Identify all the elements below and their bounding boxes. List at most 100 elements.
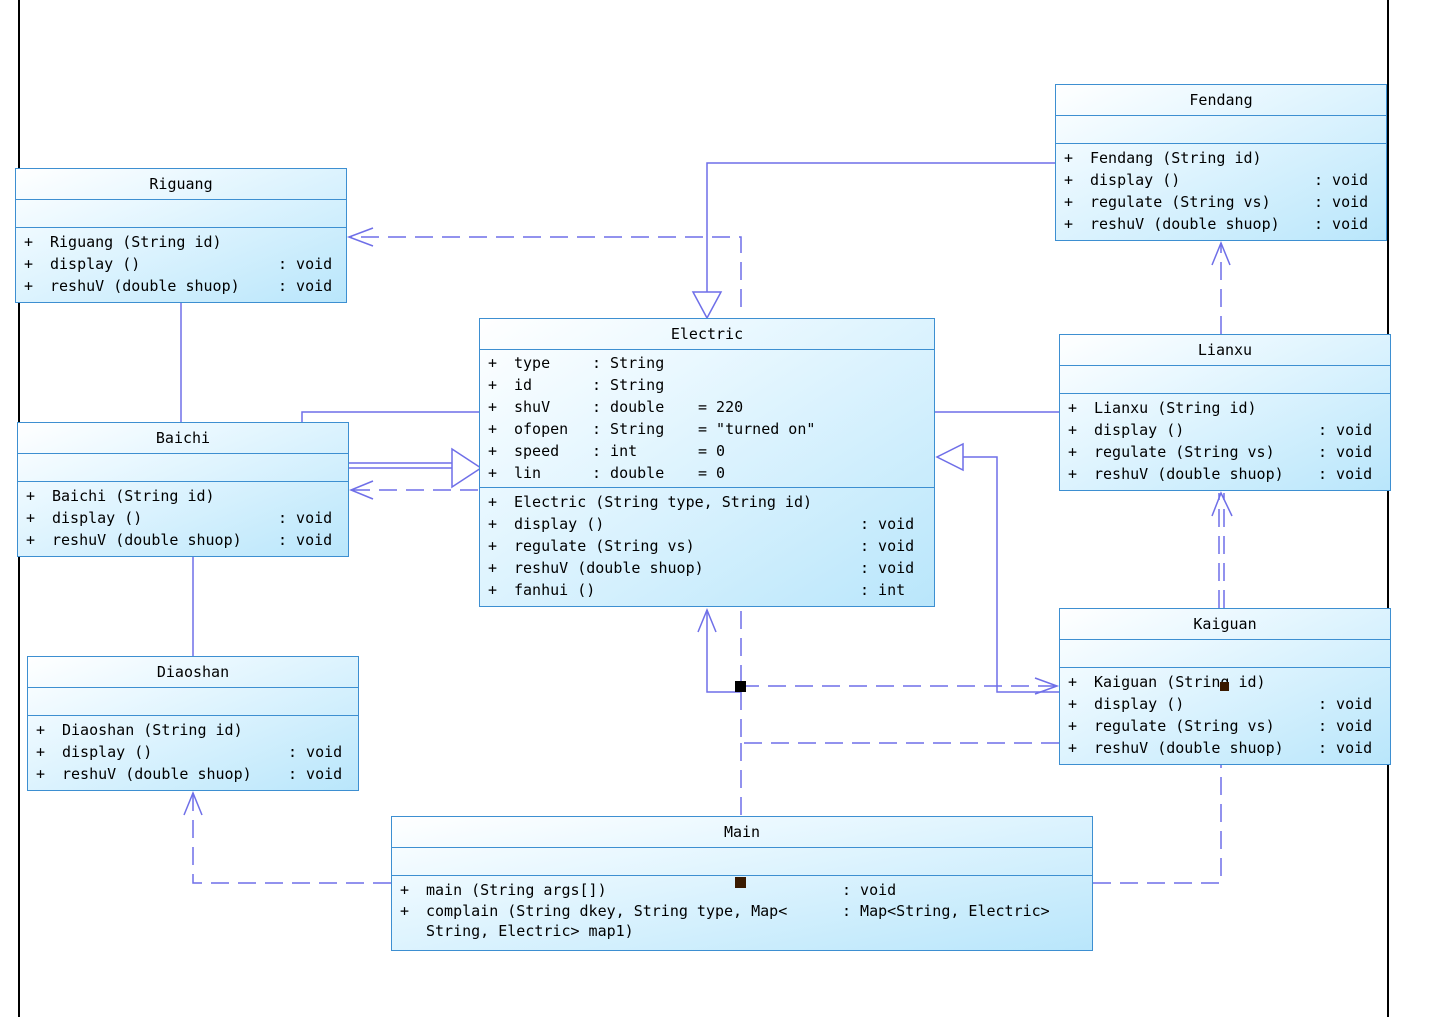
attribute-type: : int: [592, 442, 638, 460]
canvas-right-border: [1387, 0, 1389, 1017]
operation-row[interactable]: + display () : void: [16, 253, 346, 275]
operation-row[interactable]: +Fendang (String id): [1056, 147, 1386, 169]
operation-signature: Baichi (String id): [52, 487, 215, 505]
operation-row[interactable]: +regulate (String vs): void: [480, 535, 934, 557]
operation-row[interactable]: +reshuV (double shuop): void: [480, 557, 934, 579]
connector-handle-icon[interactable]: [735, 681, 746, 692]
class-kaiguan-attributes: [1060, 640, 1390, 668]
class-riguang-attributes: [16, 200, 346, 228]
operation-return-type: : void: [278, 255, 333, 273]
visibility: +: [488, 537, 498, 555]
attribute-row[interactable]: +id: String: [480, 374, 934, 396]
visibility: +: [1064, 149, 1074, 167]
operation-row[interactable]: +Electric (String type, String id): [480, 491, 934, 513]
class-lianxu[interactable]: Lianxu +Lianxu (String id) +display (): …: [1059, 334, 1391, 491]
operation-return-type: : void: [860, 537, 915, 555]
operation-signature: display (): [1094, 695, 1185, 713]
operation-signature: reshuV (double shuop): [1094, 465, 1284, 483]
class-diaoshan[interactable]: Diaoshan +Diaoshan (String id) +display …: [27, 656, 359, 791]
generalization-arrowhead-baichi: [451, 447, 483, 489]
operation-return-type: : void: [1318, 695, 1373, 713]
generalization-fendang-electric[interactable]: [706, 162, 1055, 292]
operation-return-type: : int: [860, 581, 906, 599]
association-baichi-electric[interactable]: [301, 411, 479, 423]
operation-row[interactable]: +display (): void: [480, 513, 934, 535]
operation-row[interactable]: +reshuV (double shuop): void: [1056, 213, 1386, 235]
attribute-name: lin: [514, 464, 542, 482]
visibility: +: [24, 277, 34, 295]
class-fendang[interactable]: Fendang +Fendang (String id) +display ()…: [1055, 84, 1387, 241]
class-lianxu-operations: +Lianxu (String id) +display (): void +r…: [1060, 394, 1390, 487]
operation-row[interactable]: +Baichi (String id): [18, 485, 348, 507]
class-riguang-operations: +Riguang (String id) +display (): void +…: [16, 228, 346, 299]
dependency-main-diaoshan[interactable]: [192, 793, 391, 884]
operation-row[interactable]: +display (): void: [18, 507, 348, 529]
operation-return-type: : void: [1318, 465, 1373, 483]
attribute-row[interactable]: +ofopen: String= "turned on": [480, 418, 934, 440]
operation-row[interactable]: +display (): void: [1060, 693, 1390, 715]
dependency-main-kaiguan[interactable]: [1093, 765, 1222, 884]
operation-row[interactable]: +Diaoshan (String id): [28, 719, 358, 741]
class-diaoshan-attributes: [28, 688, 358, 716]
operation-row[interactable]: +reshuV (double shuop): void: [18, 529, 348, 551]
operation-row[interactable]: +reshuV (double shuop): void: [1060, 737, 1390, 759]
operation-row[interactable]: +fanhui (): int: [480, 579, 934, 601]
class-baichi-name: Baichi: [18, 423, 348, 454]
attribute-type: : double: [592, 464, 665, 482]
operation-signature: Lianxu (String id): [1094, 399, 1257, 417]
dependency-arrow-kaiguan: [1034, 677, 1060, 695]
attribute-row[interactable]: +speed: int= 0: [480, 440, 934, 462]
class-fendang-name: Fendang: [1056, 85, 1386, 116]
operation-row[interactable]: +reshuV (double shuop): void: [16, 275, 346, 297]
class-baichi-attributes: [18, 454, 348, 482]
attribute-default: = "turned on": [698, 420, 816, 438]
association-electric-junction[interactable]: [706, 610, 741, 693]
operation-signature: display (): [50, 255, 141, 273]
operation-row[interactable]: +display (): void: [1056, 169, 1386, 191]
operation-row[interactable]: +display (): void: [1060, 419, 1390, 441]
class-kaiguan-name: Kaiguan: [1060, 609, 1390, 640]
attribute-row[interactable]: +lin: double= 0: [480, 462, 934, 484]
visibility: +: [488, 559, 498, 577]
operation-return-type: : void: [1318, 739, 1373, 757]
operation-return-type: : void: [860, 559, 915, 577]
attribute-row[interactable]: +shuV: double= 220: [480, 396, 934, 418]
operation-row[interactable]: +display (): void: [28, 741, 358, 763]
attribute-row[interactable]: +type: String: [480, 352, 934, 374]
attribute-name: type: [514, 354, 551, 372]
visibility: +: [488, 515, 498, 533]
dependency-electric-riguang[interactable]: [349, 236, 742, 307]
class-main[interactable]: Main +main (String args[]): void +compla…: [391, 816, 1093, 951]
class-baichi[interactable]: Baichi +Baichi (String id) +display (): …: [17, 422, 349, 557]
operation-row[interactable]: +regulate (String vs): void: [1056, 191, 1386, 213]
operation-row[interactable]: +complain (String dkey, String type, Map…: [392, 901, 1092, 921]
class-electric-attributes: +type: String +id: String +shuV: double=…: [480, 350, 934, 488]
operation-signature: Diaoshan (String id): [62, 721, 243, 739]
class-main-operations: +main (String args[]): void +complain (S…: [392, 876, 1092, 943]
operation-row[interactable]: +Riguang (String id): [16, 231, 346, 253]
visibility: +: [1068, 717, 1078, 735]
operation-row[interactable]: +reshuV (double shuop): void: [28, 763, 358, 785]
attribute-name: speed: [514, 442, 560, 460]
attribute-type: : String: [592, 376, 665, 394]
visibility: +: [24, 255, 34, 273]
class-kaiguan[interactable]: Kaiguan +Kaiguan (String id) + display ()…: [1059, 608, 1391, 765]
visibility: +: [1068, 421, 1078, 439]
visibility: +: [26, 509, 36, 527]
generalization-kaiguan-electric[interactable]: [963, 456, 1059, 693]
connector-handle-icon[interactable]: [1220, 682, 1229, 691]
operation-signature: regulate (String vs): [1090, 193, 1271, 211]
operation-row[interactable]: +Lianxu (String id): [1060, 397, 1390, 419]
operation-signature: Riguang (String id): [50, 233, 222, 251]
operation-row[interactable]: +main (String args[]): void: [392, 879, 1092, 901]
class-electric[interactable]: Electric +type: String +id: String +shuV…: [479, 318, 935, 607]
operation-row[interactable]: +reshuV (double shuop): void: [1060, 463, 1390, 485]
operation-row[interactable]: +regulate (String vs): void: [1060, 715, 1390, 737]
operation-return-type: : void: [278, 277, 333, 295]
dependency-kaiguan-electric[interactable]: [740, 610, 1059, 744]
operation-row[interactable]: +Kaiguan (String id): [1060, 671, 1390, 693]
connector-handle-icon[interactable]: [735, 877, 746, 888]
class-riguang[interactable]: Riguang +Riguang (String id) +display ()…: [15, 168, 347, 303]
operation-row[interactable]: +regulate (String vs): void: [1060, 441, 1390, 463]
